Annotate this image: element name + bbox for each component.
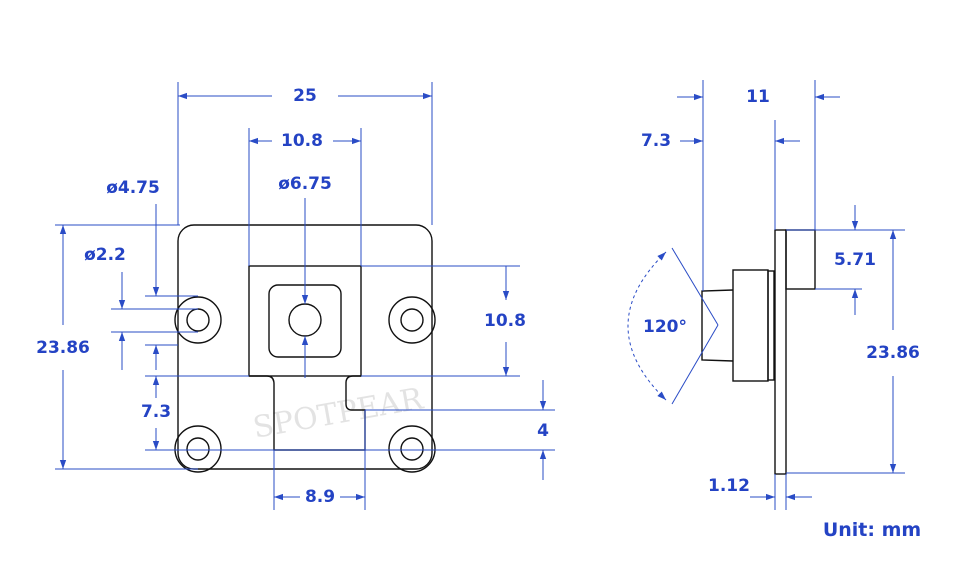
dim-connector-width: 8.9: [305, 487, 335, 507]
dim-block-height: 5.71: [834, 250, 876, 270]
side-block: [785, 229, 816, 290]
dim-notch-height: 4: [537, 421, 549, 441]
side-lens: [701, 289, 734, 362]
side-view-dimensions: 120° 11 7.3 5.71 23.86 1.12: [627, 80, 920, 510]
unit-label: Unit: mm: [823, 519, 921, 541]
lens: [288, 303, 322, 337]
side-board: [774, 229, 787, 475]
dim-hole-diameter: ø2.2: [84, 245, 126, 265]
dim-lens-diameter: ø6.75: [278, 174, 332, 194]
connector-outline: [249, 375, 366, 451]
dim-width: 25: [293, 86, 317, 106]
dim-hole-offset: 7.3: [141, 402, 171, 422]
dim-field-of-view: 120°: [643, 317, 687, 337]
dim-sensor-height: 10.8: [484, 311, 526, 331]
dim-lens-depth: 7.3: [641, 131, 671, 151]
side-view-module: [701, 229, 816, 475]
dim-board-thickness: 1.12: [708, 476, 750, 496]
dim-sensor-width: 10.8: [281, 131, 323, 151]
dim-outer-hole-diameter: ø4.75: [106, 178, 160, 198]
front-view-dimensions: 25 10.8 ø6.75 ø4.75 ø2.2 7.3 23.86 10.8 …: [36, 82, 555, 510]
watermark: SPOTPEAR: [250, 381, 427, 446]
dim-side-height: 23.86: [866, 343, 920, 363]
dim-depth: 11: [746, 87, 770, 107]
dim-height: 23.86: [36, 338, 90, 358]
lens-housing: [732, 269, 769, 382]
